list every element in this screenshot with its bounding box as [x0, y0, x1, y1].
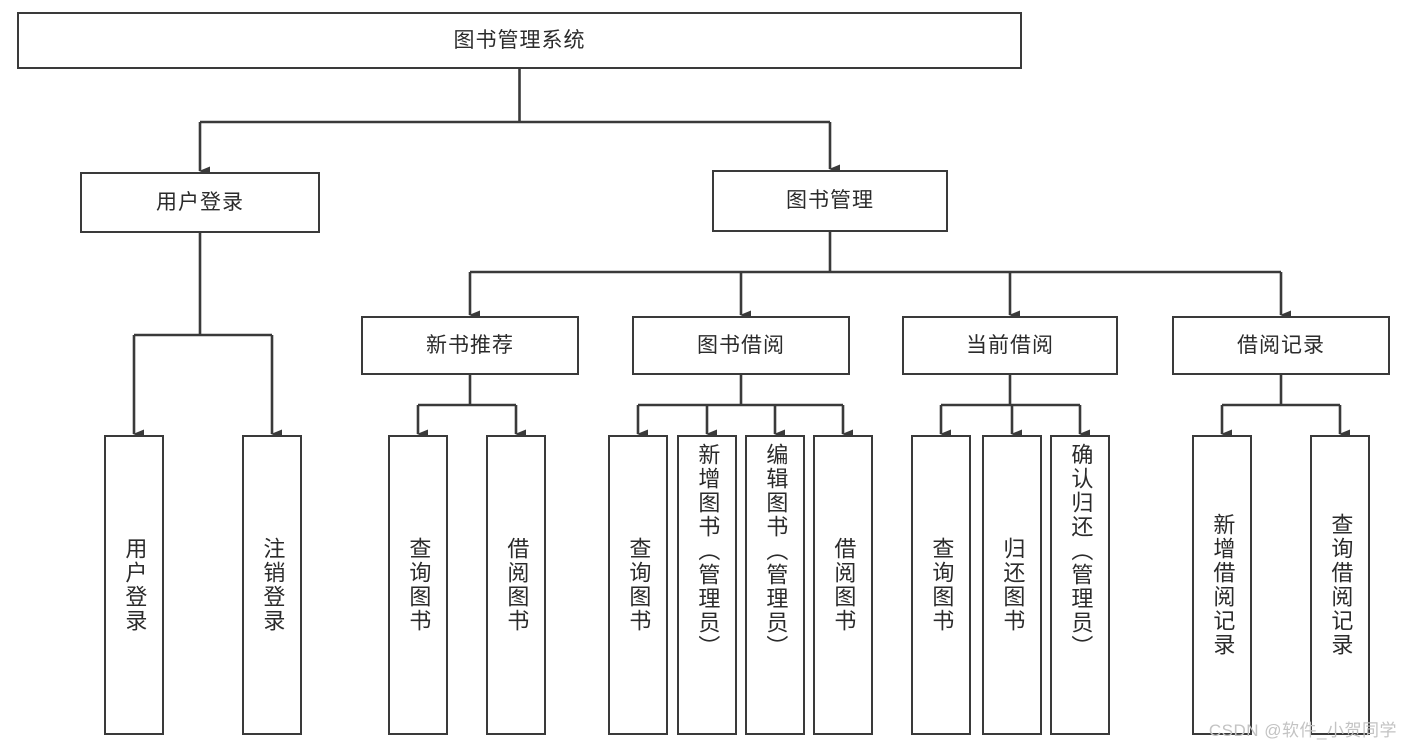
node-leaf-query-record[interactable]: 查询借阅记录	[1310, 435, 1370, 735]
node-label: 查询图书	[626, 537, 652, 633]
node-leaf-logout[interactable]: 注销登录	[242, 435, 302, 735]
node-leaf-confirm-return[interactable]: 确认归还（管理员）	[1050, 435, 1110, 735]
node-label: 借阅记录	[1237, 333, 1325, 357]
node-label: 查询借阅记录	[1328, 513, 1354, 657]
node-label: 查询图书	[929, 537, 955, 633]
node-leaf-add-book[interactable]: 新增图书（管理员）	[677, 435, 737, 735]
node-label: 图书管理	[786, 189, 874, 213]
node-label: 新书推荐	[426, 333, 514, 357]
node-label: 注销登录	[260, 537, 286, 633]
node-leaf-query-book[interactable]: 查询图书	[608, 435, 668, 735]
node-label: 新增借阅记录	[1210, 513, 1236, 657]
node-label: 借阅图书	[504, 537, 530, 633]
node-current-borrow[interactable]: 当前借阅	[902, 316, 1118, 375]
node-user-login[interactable]: 用户登录	[80, 172, 320, 233]
node-root[interactable]: 图书管理系统	[17, 12, 1022, 69]
node-label: 归还图书	[1000, 537, 1026, 633]
node-leaf-user-login[interactable]: 用户登录	[104, 435, 164, 735]
node-label: 用户登录	[122, 537, 148, 633]
node-leaf-query-current[interactable]: 查询图书	[911, 435, 971, 735]
node-label: 用户登录	[156, 190, 244, 214]
node-label: 新增图书（管理员）	[695, 443, 721, 659]
node-leaf-return-book[interactable]: 归还图书	[982, 435, 1042, 735]
node-leaf-borrow-book-rec[interactable]: 借阅图书	[486, 435, 546, 735]
node-new-book-rec[interactable]: 新书推荐	[361, 316, 579, 375]
node-label: 查询图书	[406, 537, 432, 633]
node-book-borrow[interactable]: 图书借阅	[632, 316, 850, 375]
connector-paths	[132, 69, 1350, 439]
node-book-manage[interactable]: 图书管理	[712, 170, 948, 232]
node-label: 当前借阅	[966, 333, 1054, 357]
node-leaf-edit-book[interactable]: 编辑图书（管理员）	[745, 435, 805, 735]
node-label: 借阅图书	[831, 537, 857, 633]
node-label: 图书借阅	[697, 333, 785, 357]
node-label: 编辑图书（管理员）	[763, 443, 789, 659]
node-leaf-add-record[interactable]: 新增借阅记录	[1192, 435, 1252, 735]
node-leaf-query-book-rec[interactable]: 查询图书	[388, 435, 448, 735]
node-leaf-borrow-book[interactable]: 借阅图书	[813, 435, 873, 735]
node-label: 确认归还（管理员）	[1068, 443, 1094, 659]
node-borrow-record[interactable]: 借阅记录	[1172, 316, 1390, 375]
node-label: 图书管理系统	[453, 28, 586, 52]
